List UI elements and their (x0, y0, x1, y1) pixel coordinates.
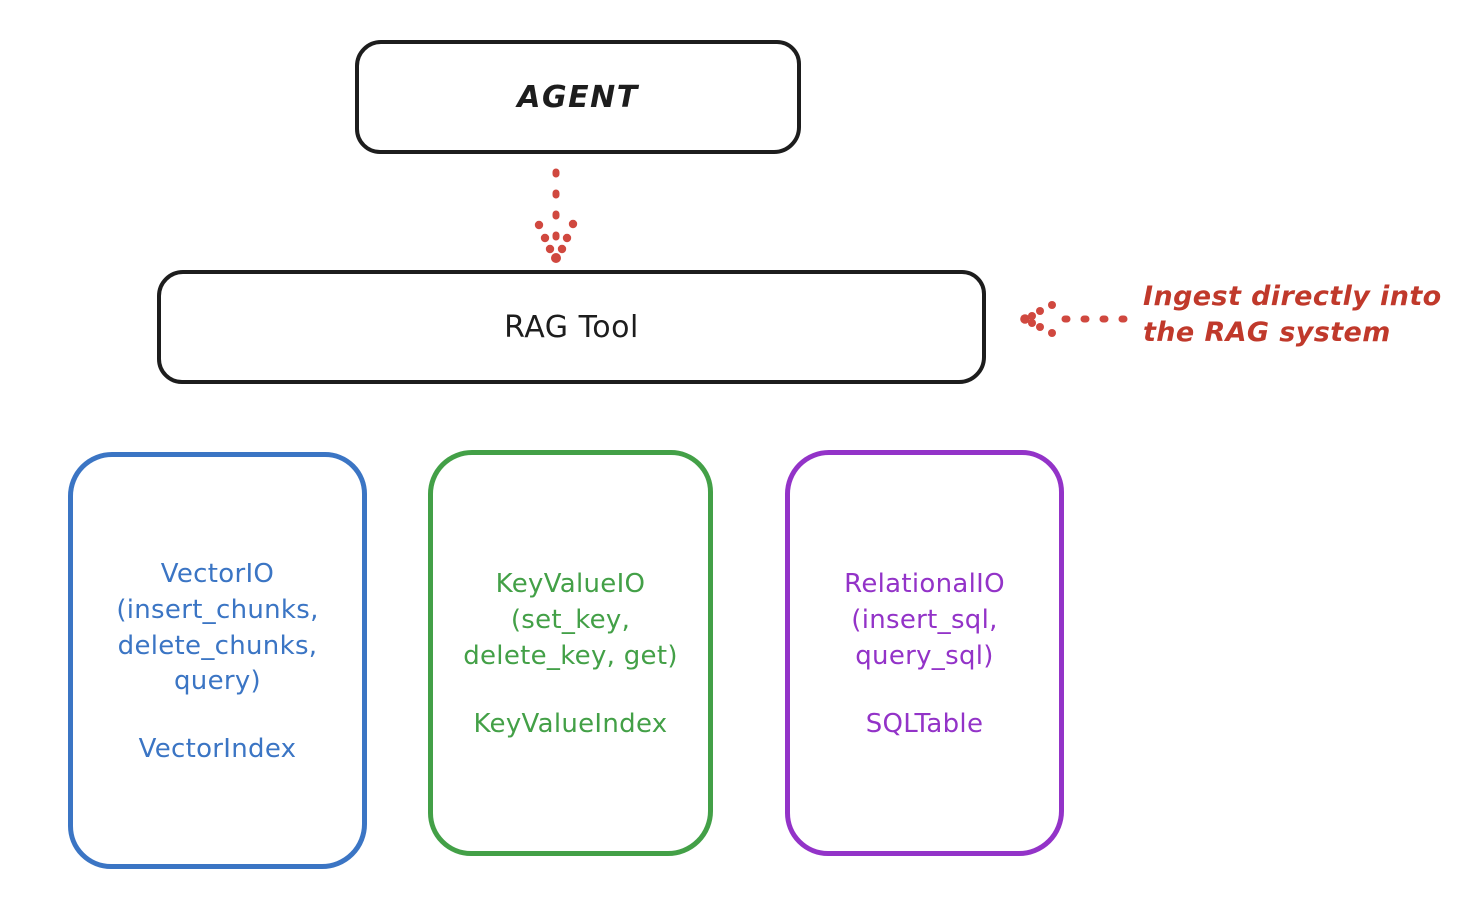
vector-io-api-label: VectorIO (insert_chunks, delete_chunks, … (116, 558, 319, 697)
vector-io-index-label: VectorIndex (138, 734, 297, 765)
key-value-io-index-label: KeyValueIndex (473, 708, 668, 739)
rag-tool-node[interactable]: RAG Tool (157, 270, 986, 384)
key-value-io-node[interactable]: KeyValueIO (set_key, delete_key, get) Ke… (428, 450, 713, 856)
agent-node[interactable]: AGENT (355, 40, 801, 154)
relational-io-index-label: SQLTable (865, 708, 984, 739)
key-value-io-api-label: KeyValueIO (set_key, delete_key, get) (463, 569, 678, 671)
ingest-note-arrow (1020, 301, 1128, 337)
ingest-note-annotation: Ingest directly into the RAG system (1143, 281, 1442, 348)
vector-io-node[interactable]: VectorIO (insert_chunks, delete_chunks, … (68, 452, 367, 869)
rag-tool-node-label: RAG Tool (504, 309, 639, 345)
relational-io-api-label: RelationalIO (insert_sql, query_sql) (844, 569, 1005, 671)
relational-io-node[interactable]: RelationalIO (insert_sql, query_sql) SQL… (785, 450, 1064, 856)
agent-to-rag-tool-arrow (534, 168, 578, 263)
agent-node-label: AGENT (517, 79, 639, 115)
